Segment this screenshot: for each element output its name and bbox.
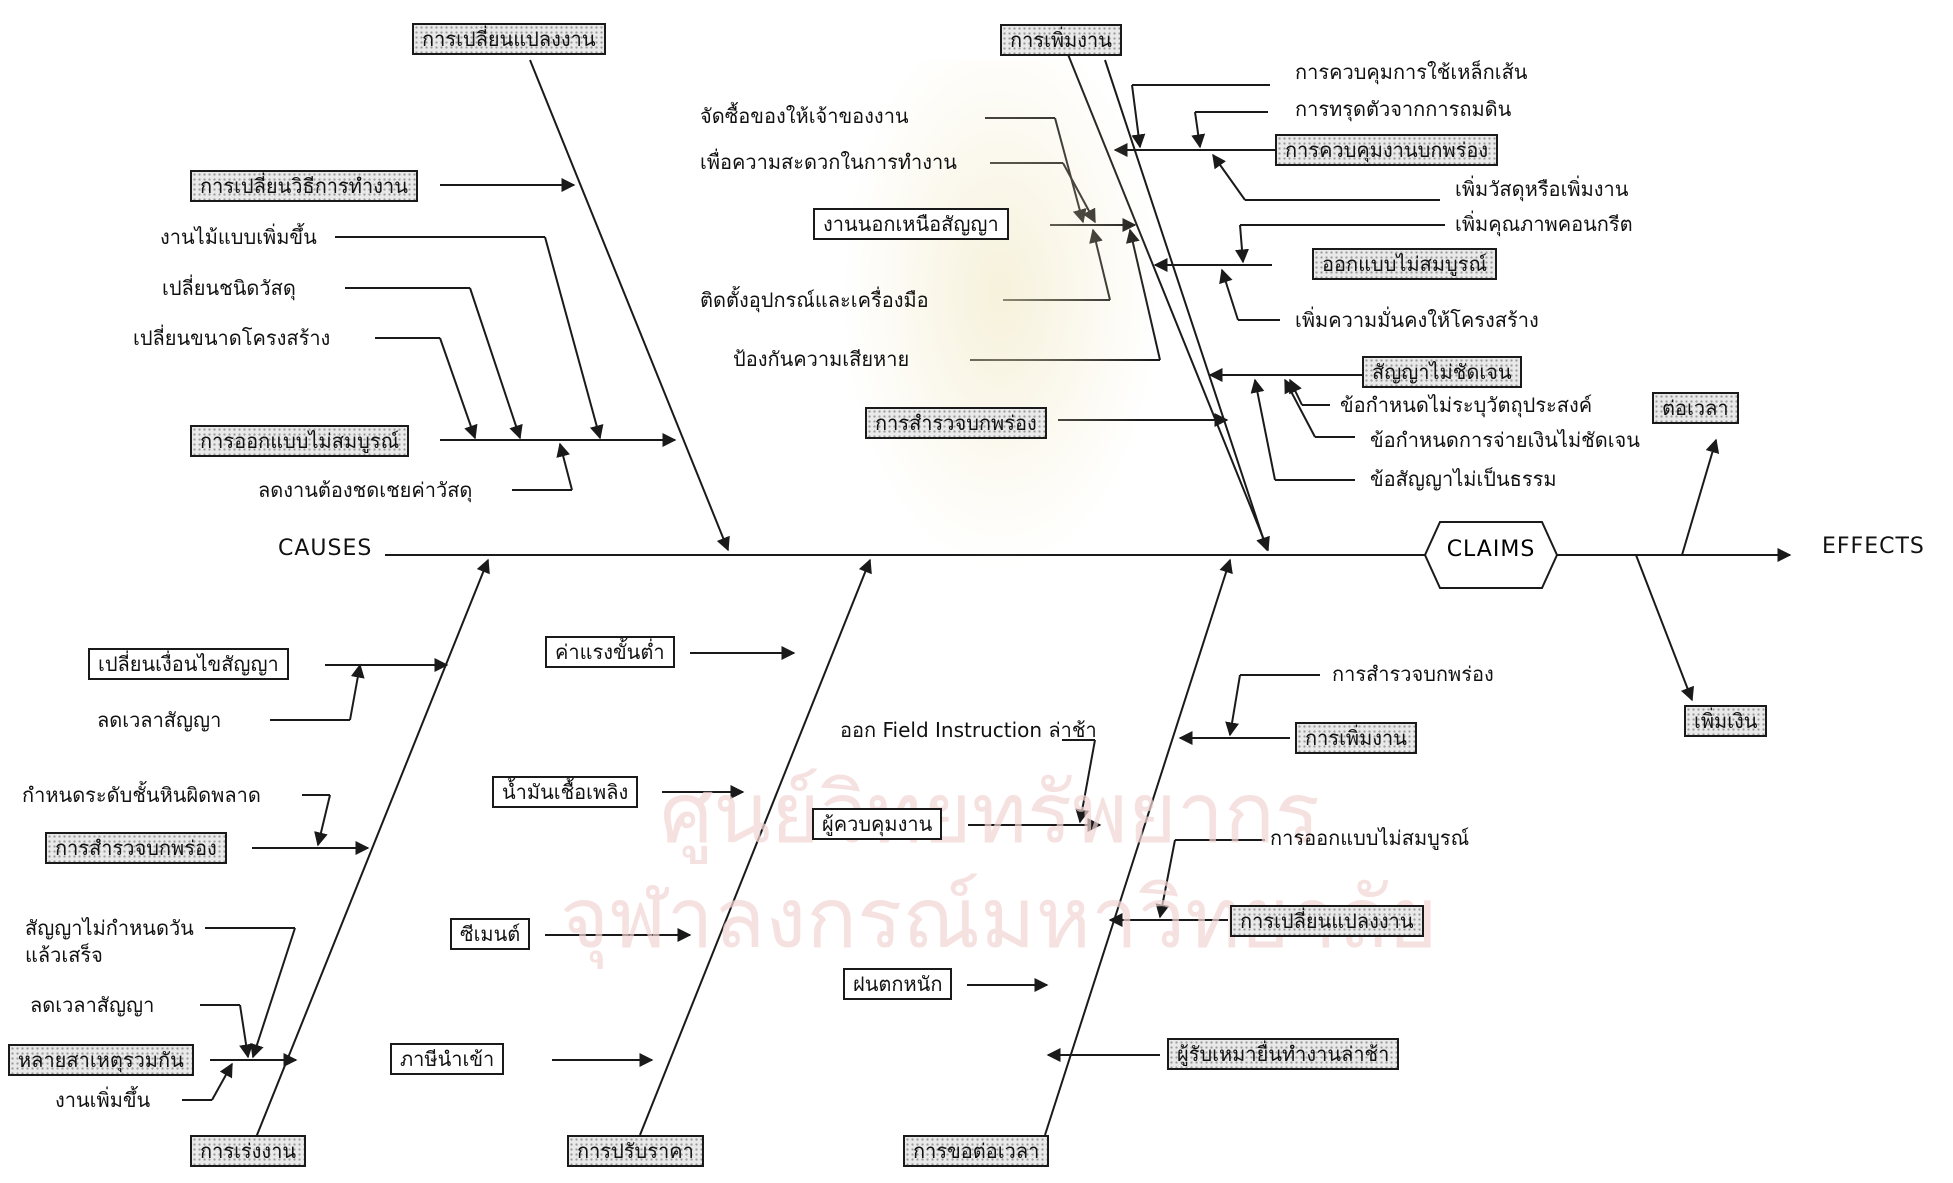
cause-multiple-causes: หลายสาเหตุรวมกัน bbox=[8, 1044, 194, 1076]
cause-no-completion-date: สัญญาไม่กำหนดวัน bbox=[25, 916, 194, 940]
cause-reduced-contract-time-2: ลดเวลาสัญญา bbox=[30, 993, 155, 1017]
cause-faulty-survey-ext: การสำรวจบกพร่อง bbox=[1332, 662, 1494, 686]
effect-added-payment: เพิ่มเงิน bbox=[1684, 705, 1768, 737]
cause-incomplete-design-top: ออกแบบไม่สมบูรณ์ bbox=[1312, 248, 1498, 280]
cause-no-completion-date-cont: แล้วเสร็จ bbox=[25, 943, 103, 967]
category-price-adjustment: การปรับราคา bbox=[567, 1135, 704, 1167]
cause-incomplete-design-ext: การออกแบบไม่สมบูรณ์ bbox=[1270, 826, 1470, 850]
cause-reduced-contract-time-1: ลดเวลาสัญญา bbox=[97, 708, 222, 732]
cause-material-change: เปลี่ยนชนิดวัสดุ bbox=[162, 276, 296, 300]
cause-rebar-control: การควบคุมการใช้เหล็กเส้น bbox=[1295, 60, 1528, 84]
cause-fill-settlement: การทรุดตัวจากการถมดิน bbox=[1295, 97, 1512, 121]
cause-more-formwork: งานไม้แบบเพิ่มขึ้น bbox=[160, 225, 317, 249]
effects-label: EFFECTS bbox=[1822, 534, 1925, 559]
cause-concrete-quality: เพิ่มคุณภาพคอนกรีต bbox=[1455, 212, 1633, 236]
cause-faulty-supervision: การควบคุมงานบกพร่อง bbox=[1275, 134, 1499, 166]
cause-late-field-instruction: ออก Field Instruction ล่าช้า bbox=[840, 718, 1097, 742]
cause-work-convenience: เพื่อความสะดวกในการทำงาน bbox=[700, 150, 957, 174]
cause-import-tax: ภาษีนำเข้า bbox=[390, 1043, 505, 1075]
cause-faulty-survey-top: การสำรวจบกพร่อง bbox=[865, 407, 1047, 439]
cause-unclear-contract: สัญญาไม่ชัดเจน bbox=[1362, 356, 1522, 388]
category-extra-work: งานนอกเหนือสัญญา bbox=[813, 208, 1009, 240]
cause-add-material-or-work: เพิ่มวัสดุหรือเพิ่มงาน bbox=[1455, 177, 1629, 201]
cause-supervisor: ผู้ควบคุมงาน bbox=[812, 808, 943, 840]
watermark-crest bbox=[835, 60, 1165, 580]
category-work-increase: การเพิ่มงาน bbox=[1000, 24, 1122, 56]
cause-faulty-survey-accel: การสำรวจบกพร่อง bbox=[45, 832, 227, 864]
category-acceleration: การเร่งงาน bbox=[190, 1135, 307, 1167]
cause-unclear-payment-terms: ข้อกำหนดการจ่ายเงินไม่ชัดเจน bbox=[1370, 428, 1640, 452]
effect-time-extension: ต่อเวลา bbox=[1652, 392, 1739, 424]
cause-reduce-work-compensation: ลดงานต้องชดเชยค่าวัสดุ bbox=[258, 478, 473, 502]
cause-unfair-contract: ข้อสัญญาไม่เป็นธรรม bbox=[1370, 467, 1557, 491]
claims-label: CLAIMS bbox=[1446, 537, 1536, 562]
causes-label: CAUSES bbox=[278, 536, 373, 561]
cause-incomplete-design: การออกแบบไม่สมบูรณ์ bbox=[190, 425, 410, 457]
cause-purchase-for-owner: จัดซื้อของให้เจ้าของงาน bbox=[700, 104, 909, 128]
category-time-extension: การขอต่อเวลา bbox=[903, 1135, 1050, 1167]
cause-contractor-delay: ผู้รับเหมายื่นทำงานล่าช้า bbox=[1167, 1038, 1400, 1070]
cause-install-equipment: ติดตั้งอุปกรณ์และเครื่องมือ bbox=[700, 288, 929, 312]
cause-minimum-wage: ค่าแรงขั้นต่ำ bbox=[545, 636, 675, 668]
cause-work-increase-ext: การเพิ่มงาน bbox=[1295, 722, 1417, 754]
cause-contract-amendment: เปลี่ยนเงื่อนไขสัญญา bbox=[88, 648, 289, 680]
cause-structural-stability: เพิ่มความมั่นคงให้โครงสร้าง bbox=[1295, 308, 1539, 332]
watermark-line-1: ศูนย์วิทยทรัพยากร bbox=[660, 764, 1320, 862]
cause-work-change-ext: การเปลี่ยนแปลงงาน bbox=[1230, 905, 1424, 937]
cause-fuel: น้ำมันเชื้อเพลิง bbox=[492, 776, 639, 808]
cause-structure-size-change: เปลี่ยนขนาดโครงสร้าง bbox=[133, 326, 331, 350]
category-work-change: การเปลี่ยนแปลงงาน bbox=[412, 23, 606, 55]
cause-method-change: การเปลี่ยนวิธีการทำงาน bbox=[190, 170, 418, 202]
cause-rock-level-error: กำหนดระดับชั้นหินผิดพลาด bbox=[22, 783, 261, 807]
cause-damage-prevention: ป้องกันความเสียหาย bbox=[733, 347, 910, 371]
cause-work-increased: งานเพิ่มขึ้น bbox=[55, 1088, 151, 1112]
cause-heavy-rain: ฝนตกหนัก bbox=[843, 968, 953, 1000]
cause-cement: ซีเมนต์ bbox=[450, 918, 531, 950]
cause-unspecified-objectives: ข้อกำหนดไม่ระบุวัตถุประสงค์ bbox=[1340, 393, 1593, 417]
